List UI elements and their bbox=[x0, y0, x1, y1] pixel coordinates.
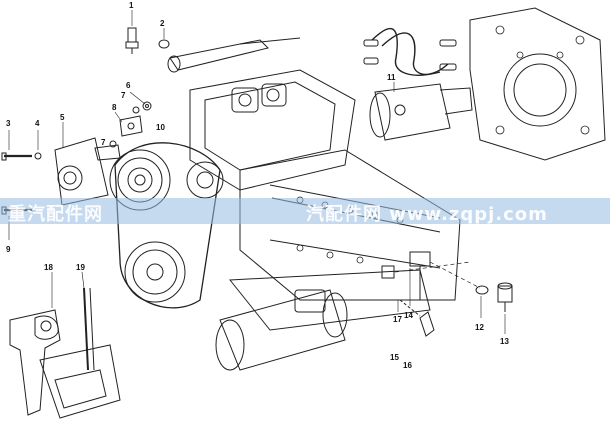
nut-part-7a bbox=[132, 106, 140, 114]
nut-part-7b bbox=[109, 140, 117, 148]
fitting-part-14 bbox=[409, 251, 431, 300]
callout-17: 17 bbox=[393, 315, 402, 324]
sensor-part-1 bbox=[125, 10, 139, 54]
watermark: 重汽配件网 汽配件网 www.zqpj.com bbox=[0, 200, 610, 225]
callout-leaders bbox=[8, 82, 506, 334]
callout-7: 7 bbox=[121, 91, 126, 100]
alternator-part-5 bbox=[54, 137, 121, 206]
mounting-bracket-part-18 bbox=[9, 309, 121, 419]
callout-8: 8 bbox=[112, 103, 117, 112]
callout-5: 5 bbox=[60, 113, 65, 122]
coolant-pipe bbox=[167, 37, 301, 73]
callout-2: 2 bbox=[160, 19, 165, 28]
callout-13: 13 bbox=[500, 337, 509, 346]
starter-part-11 bbox=[369, 83, 473, 141]
hose-bundle bbox=[363, 27, 457, 76]
washer-part-2 bbox=[158, 28, 170, 49]
callout-3: 3 bbox=[6, 119, 11, 128]
dashed-leader-lines bbox=[394, 261, 481, 289]
watermark-left-text: 重汽配件网 bbox=[8, 204, 103, 225]
callout-15: 15 bbox=[390, 353, 399, 362]
callout-19: 19 bbox=[76, 263, 85, 272]
callout-6: 6 bbox=[126, 81, 131, 90]
washer-part-4 bbox=[34, 152, 42, 160]
callout-7b: 7 bbox=[101, 138, 106, 147]
pulley-assembly bbox=[109, 142, 224, 309]
callout-16: 16 bbox=[403, 361, 412, 370]
callout-14: 14 bbox=[404, 311, 413, 320]
washer-part-12 bbox=[475, 285, 489, 295]
callout-10: 10 bbox=[156, 123, 165, 132]
flywheel-housing bbox=[469, 7, 606, 161]
nut-part-6 bbox=[142, 101, 152, 111]
callout-18: 18 bbox=[44, 263, 53, 272]
callout-1: 1 bbox=[129, 1, 134, 10]
starter-motor bbox=[215, 289, 348, 371]
sensor-part-15-16 bbox=[399, 299, 435, 337]
callout-4: 4 bbox=[35, 119, 40, 128]
watermark-right-text: 汽配件网 www.zqpj.com bbox=[306, 204, 548, 225]
sensor-part-13 bbox=[497, 282, 513, 312]
clamp-part-17 bbox=[381, 265, 395, 279]
callout-11: 11 bbox=[387, 73, 396, 82]
bolt-part-3 bbox=[1, 152, 32, 161]
callout-12: 12 bbox=[475, 323, 484, 332]
watermark-band bbox=[0, 198, 610, 224]
rod-part-19 bbox=[83, 287, 95, 371]
callout-9: 9 bbox=[6, 245, 11, 254]
bracket-part-8 bbox=[119, 115, 143, 137]
